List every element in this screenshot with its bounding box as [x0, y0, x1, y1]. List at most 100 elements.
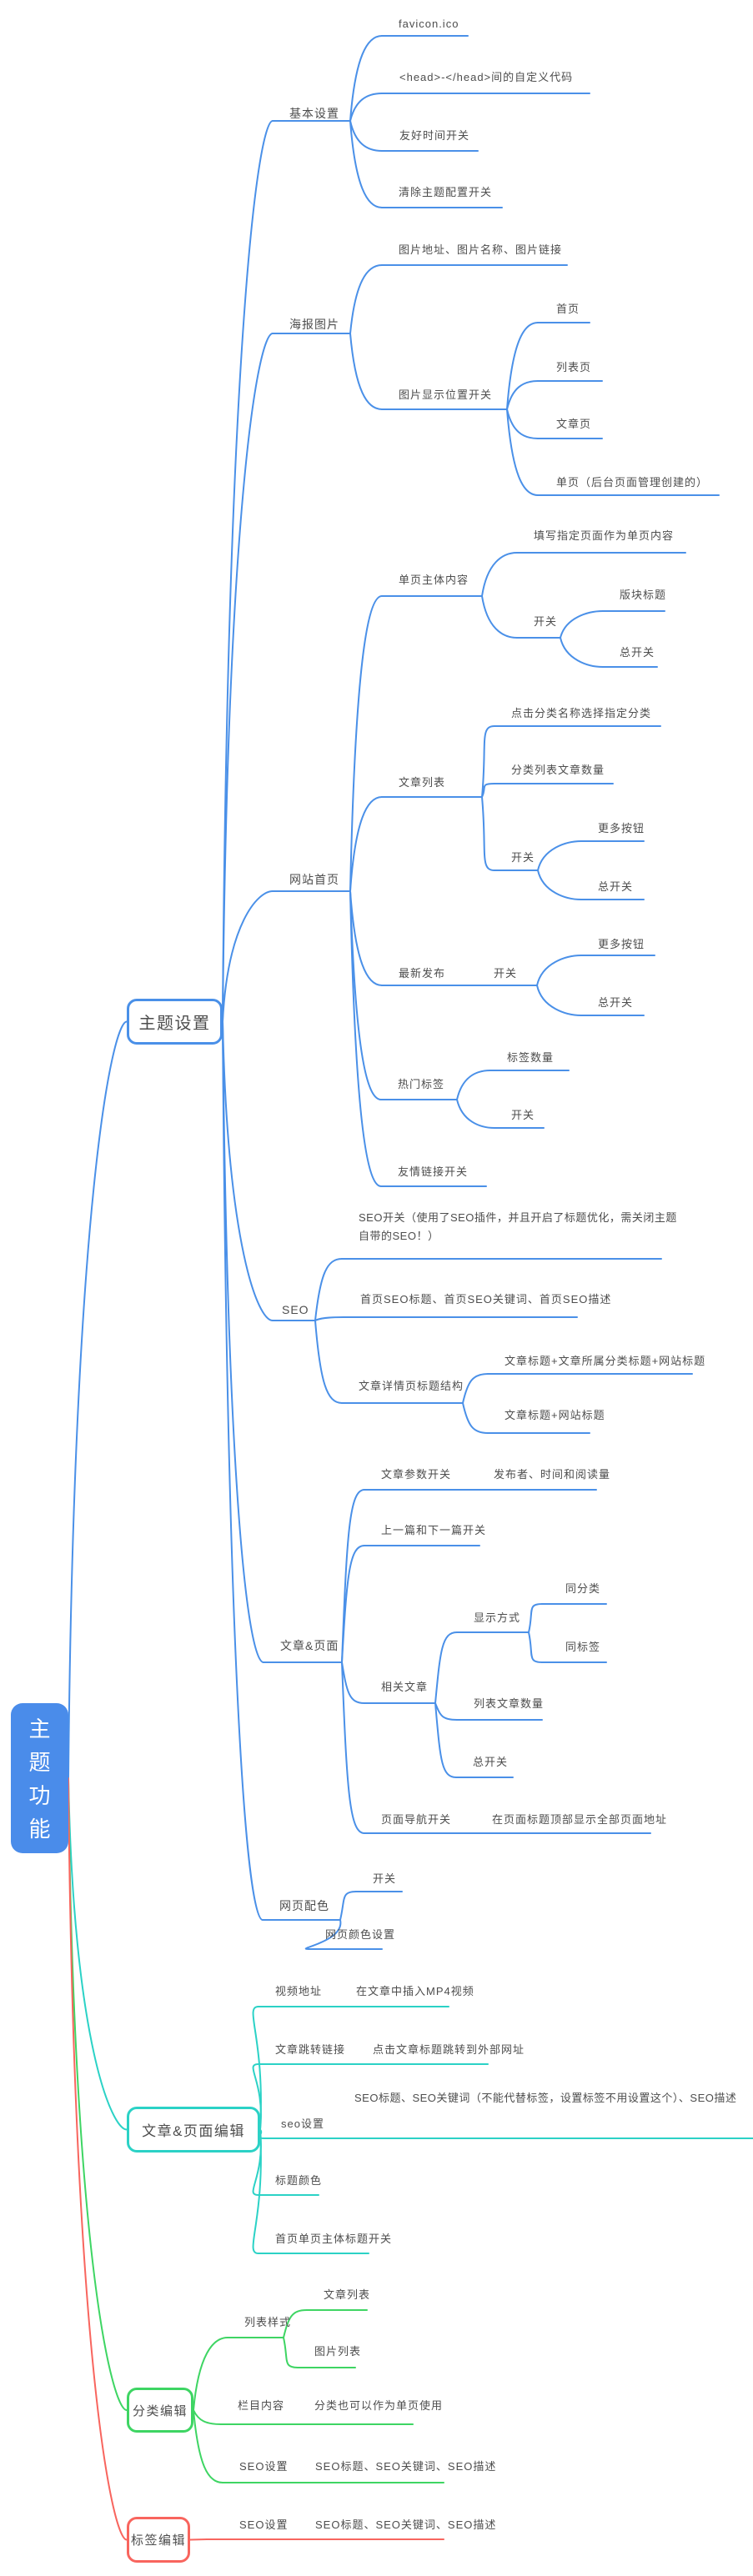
- connector-line: [481, 796, 495, 871]
- connector-line: [349, 35, 383, 122]
- node-article-list-style[interactable]: 文章列表: [324, 2288, 371, 2301]
- node-same-category[interactable]: 同分类: [565, 1582, 601, 1595]
- connector-line: [193, 2337, 228, 2411]
- node-friendly-time-switch[interactable]: 友好时间开关: [399, 129, 470, 142]
- node-prev-next-switch[interactable]: 上一篇和下一篇开关: [381, 1524, 487, 1536]
- connector-line: [349, 120, 383, 152]
- connector-line: [349, 264, 383, 334]
- node-basic-settings[interactable]: 基本设置: [289, 107, 339, 120]
- node-block-title[interactable]: 版块标题: [620, 589, 667, 601]
- node-theme-settings[interactable]: 主题设置: [127, 999, 223, 1045]
- node-latest-posts[interactable]: 最新发布: [399, 967, 446, 980]
- node-home-single-title-switch[interactable]: 首页单页主体标题开关: [275, 2233, 393, 2245]
- connector-line: [222, 1020, 264, 1663]
- node-poster-image[interactable]: 海报图片: [289, 318, 339, 331]
- node-tag-count[interactable]: 标签数量: [507, 1051, 555, 1064]
- connector-line: [434, 1702, 457, 1778]
- node-title-site[interactable]: 文章标题+网站标题: [505, 1409, 605, 1421]
- node-category-edit[interactable]: 分类编辑: [127, 2388, 193, 2433]
- node-click-title-external[interactable]: 点击文章标题跳转到外部网址: [373, 2043, 525, 2056]
- node-master-switch-b[interactable]: 总开关: [598, 880, 634, 893]
- node-switch-e[interactable]: 开关: [373, 1872, 397, 1885]
- node-click-category-select[interactable]: 点击分类名称选择指定分类: [511, 707, 652, 719]
- node-column-content[interactable]: 栏目内容: [238, 2399, 285, 2412]
- node-article-page-edit[interactable]: 文章&页面编辑: [127, 2107, 260, 2153]
- connector-line: [68, 1020, 128, 1779]
- node-title-color[interactable]: 标题颜色: [275, 2174, 323, 2187]
- node-video-url[interactable]: 视频地址: [275, 1985, 323, 1997]
- node-favicon[interactable]: favicon.ico: [399, 18, 459, 30]
- connector-line: [481, 783, 495, 798]
- node-master-switch-c[interactable]: 总开关: [598, 996, 634, 1009]
- node-pos-home[interactable]: 首页: [556, 303, 580, 315]
- connector-line: [481, 595, 518, 639]
- node-article-params-switch[interactable]: 文章参数开关: [381, 1468, 452, 1481]
- connector-line: [341, 1661, 365, 1834]
- node-related-list-count[interactable]: 列表文章数量: [474, 1697, 545, 1710]
- node-switch-a[interactable]: 开关: [534, 615, 558, 628]
- node-seo-settings-category[interactable]: SEO设置: [239, 2460, 289, 2473]
- node-author-time-views[interactable]: 发布者、时间和阅读量: [494, 1468, 611, 1481]
- root-node-theme-features[interactable]: 主题功能: [11, 1703, 68, 1853]
- node-article-and-page[interactable]: 文章&页面: [280, 1639, 339, 1652]
- node-switch-b[interactable]: 开关: [511, 851, 535, 864]
- node-pos-single-page[interactable]: 单页（后台页面管理创建的）: [556, 476, 709, 489]
- node-pos-article-page[interactable]: 文章页: [556, 418, 592, 430]
- node-friend-links-switch[interactable]: 友情链接开关: [398, 1165, 469, 1178]
- node-image-list-style[interactable]: 图片列表: [314, 2345, 362, 2358]
- node-image-url-name-link[interactable]: 图片地址、图片名称、图片链接: [399, 243, 563, 256]
- connector-line: [349, 796, 383, 892]
- node-category-list-count[interactable]: 分类列表文章数量: [511, 764, 605, 776]
- node-clear-theme-config-switch[interactable]: 清除主题配置开关: [399, 186, 493, 198]
- connector-line: [506, 408, 539, 439]
- node-image-position-switch[interactable]: 图片显示位置开关: [399, 388, 493, 401]
- node-switch-d[interactable]: 开关: [511, 1109, 535, 1121]
- node-page-nav-switch[interactable]: 页面导航开关: [381, 1813, 452, 1826]
- node-seo-fields-note[interactable]: SEO标题、SEO关键词（不能代替标签，设置标签不用设置这个）、SEO描述: [354, 2092, 737, 2104]
- connector-line: [314, 1258, 343, 1321]
- node-switch-c[interactable]: 开关: [494, 967, 518, 980]
- node-seo-fields-tag[interactable]: SEO标题、SEO关键词、SEO描述: [315, 2518, 497, 2531]
- node-seo-switch[interactable]: SEO开关（使用了SEO插件，并且开启了标题优化，需关闭主题自带的SEO！）: [359, 1211, 677, 1243]
- node-single-page-body[interactable]: 单页主体内容: [399, 574, 469, 586]
- connector-line: [341, 1661, 365, 1704]
- node-same-tag[interactable]: 同标签: [565, 1641, 601, 1653]
- node-list-style[interactable]: 列表样式: [244, 2316, 292, 2328]
- connector-line: [456, 1099, 495, 1129]
- connector-line: [434, 1631, 458, 1704]
- connector-line: [252, 2128, 262, 2254]
- connector-line: [456, 1070, 491, 1100]
- node-more-button-b[interactable]: 更多按钮: [598, 822, 645, 834]
- connector-line: [506, 408, 539, 496]
- node-related-articles[interactable]: 相关文章: [381, 1681, 429, 1693]
- connector-line: [481, 725, 495, 798]
- node-site-homepage[interactable]: 网站首页: [289, 873, 339, 886]
- node-fill-specified-page[interactable]: 填写指定页面作为单页内容: [534, 529, 675, 542]
- node-seo-fields-category[interactable]: SEO标题、SEO关键词、SEO描述: [315, 2460, 497, 2473]
- node-display-mode[interactable]: 显示方式: [474, 1611, 521, 1624]
- node-master-switch-d[interactable]: 总开关: [473, 1756, 509, 1768]
- node-page-color-settings[interactable]: 网页颜色设置: [325, 1928, 396, 1941]
- node-article-list[interactable]: 文章列表: [399, 776, 446, 789]
- connector-line: [341, 1545, 365, 1663]
- node-seo[interactable]: SEO: [282, 1303, 309, 1316]
- node-pos-list-page[interactable]: 列表页: [556, 361, 592, 373]
- node-title-cat-site[interactable]: 文章标题+文章所属分类标题+网站标题: [505, 1355, 706, 1367]
- node-seo-settings-article[interactable]: seo设置: [281, 2117, 324, 2130]
- node-show-all-page-urls[interactable]: 在页面标题顶部显示全部页面地址: [492, 1813, 668, 1826]
- node-article-title-structure[interactable]: 文章详情页标题结构: [359, 1380, 464, 1392]
- node-master-switch-a[interactable]: 总开关: [620, 646, 655, 659]
- node-insert-mp4[interactable]: 在文章中插入MP4视频: [356, 1985, 474, 1997]
- node-seo-settings-tag[interactable]: SEO设置: [239, 2518, 289, 2531]
- connector-line: [434, 1702, 458, 1721]
- node-tag-edit[interactable]: 标签编辑: [127, 2517, 190, 2563]
- node-home-seo-fields[interactable]: 首页SEO标题、首页SEO关键词、首页SEO描述: [360, 1293, 612, 1306]
- node-more-button-c[interactable]: 更多按钮: [598, 938, 645, 950]
- node-hot-tags[interactable]: 热门标签: [398, 1078, 445, 1090]
- node-article-redirect-link[interactable]: 文章跳转链接: [275, 2043, 346, 2056]
- node-page-colors[interactable]: 网页配色: [279, 1899, 329, 1912]
- node-head-custom-code[interactable]: <head>-</head>间的自定义代码: [399, 71, 574, 83]
- node-category-as-single-page[interactable]: 分类也可以作为单页使用: [314, 2399, 444, 2412]
